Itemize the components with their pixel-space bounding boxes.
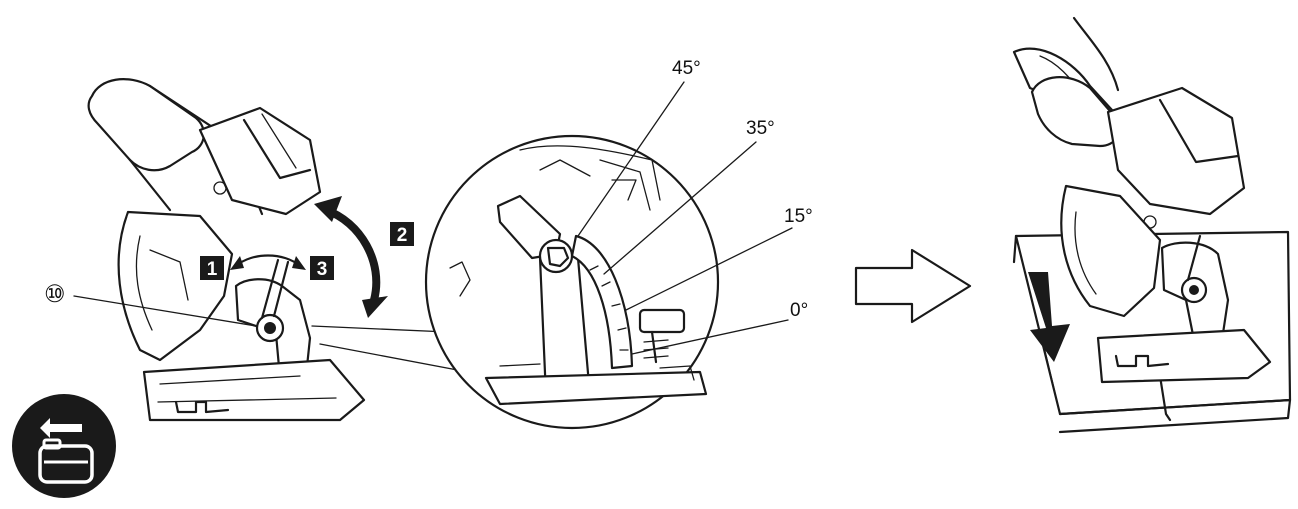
step-3-label: 3	[317, 259, 328, 280]
callout-10-label: ⑩	[44, 281, 66, 308]
circular-saw-left	[87, 78, 366, 422]
step-2-marker: 2	[390, 222, 414, 246]
step-1-marker: 1	[200, 256, 224, 280]
step-1-label: 1	[207, 259, 218, 280]
battery-remove-icon	[12, 394, 116, 498]
angle-0-group: 0°	[631, 300, 808, 355]
angle-0-label: 0°	[790, 300, 808, 321]
angle-45-group: 45°	[577, 58, 701, 237]
bevel-scale-detail	[424, 134, 720, 430]
callout-10-leader	[73, 295, 257, 327]
tilt-direction-arrow-icon	[324, 206, 381, 302]
angle-15-group: 15°	[625, 206, 813, 311]
angle-35-label: 35°	[746, 118, 775, 139]
cut-direction-arrow-icon	[1028, 272, 1070, 362]
right-arrow-icon	[854, 248, 972, 324]
step-2-label: 2	[397, 225, 408, 246]
angle-45-label: 45°	[672, 58, 701, 79]
step-3-marker: 3	[310, 256, 334, 280]
zoom-connector-line	[311, 325, 449, 333]
zoom-connector-line	[319, 343, 469, 373]
angle-35-group: 35°	[603, 118, 775, 275]
circular-saw-cutting	[1012, 16, 1292, 434]
lever-rotation-arrow-icon	[234, 254, 302, 268]
angle-15-label: 15°	[784, 206, 813, 227]
